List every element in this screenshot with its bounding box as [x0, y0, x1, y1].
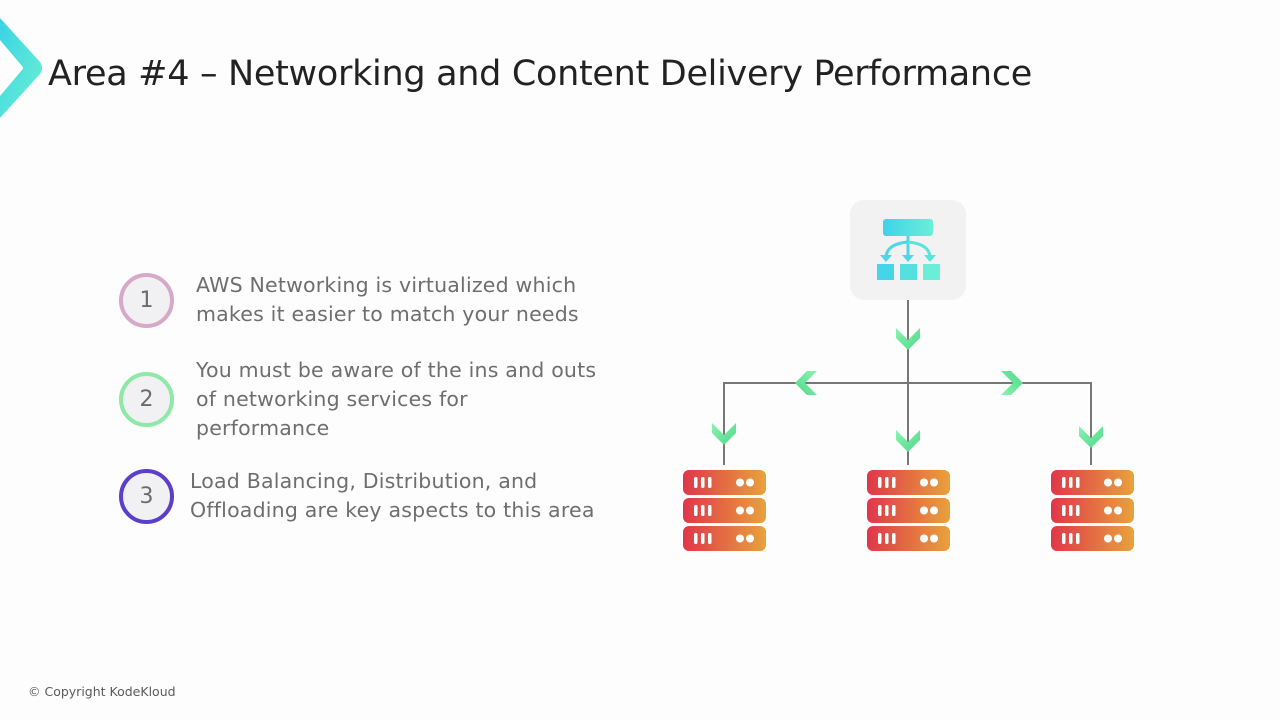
- number-badge-1: 1: [119, 272, 174, 328]
- page-title: Area #4 – Networking and Content Deliver…: [48, 54, 1032, 94]
- point-text-3: Load Balancing, Distribution, and Offloa…: [190, 469, 595, 522]
- copyright-footer: © Copyright KodeKloud: [28, 684, 176, 699]
- point-item-2: 2 You must be aware of the ins and outs …: [119, 356, 596, 443]
- number-badge-3: 3: [119, 468, 174, 524]
- connector-lines: [723, 300, 1092, 465]
- server-rack-icon: [683, 470, 766, 551]
- point-item-1: 1 AWS Networking is virtualized which ma…: [119, 271, 579, 329]
- load-balancer-node: [850, 200, 966, 300]
- load-balancer-hierarchy-icon: [877, 219, 940, 280]
- server-rack-icon: [867, 470, 950, 551]
- point-item-3: 3 Load Balancing, Distribution, and Offl…: [119, 467, 595, 525]
- chevron-logo-icon: [0, 18, 42, 118]
- point-text-1: AWS Networking is virtualized which make…: [196, 273, 579, 326]
- number-badge-2: 2: [119, 372, 174, 427]
- server-rack-icon: [1051, 470, 1134, 551]
- point-text-2: You must be aware of the ins and outs of…: [196, 358, 597, 440]
